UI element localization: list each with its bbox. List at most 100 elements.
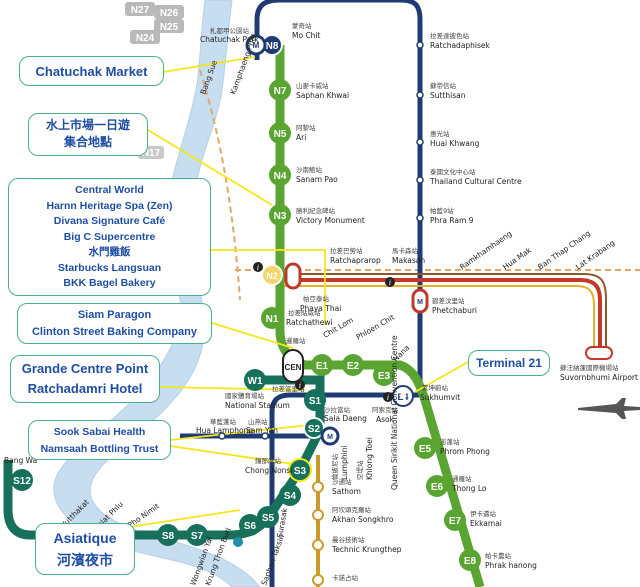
svg-text:M: M — [327, 434, 333, 441]
ekkamai-zh: 伊卡邁站 — [470, 509, 497, 518]
mrt-station-sam-yan[interactable] — [261, 432, 269, 440]
mrt-station-huai-khwang[interactable] — [416, 138, 424, 146]
callout-chatuchak-market: Chatuchak Market — [19, 56, 164, 86]
airport-rail-link — [280, 278, 602, 350]
station-w1[interactable]: W1 — [244, 369, 266, 391]
station-s3[interactable]: S3 — [288, 458, 312, 482]
station-s8[interactable]: S8 — [157, 524, 179, 546]
svg-text:E7: E7 — [449, 516, 462, 527]
station-n4[interactable]: N4 — [269, 164, 291, 186]
station-suvarnabhumi[interactable] — [585, 346, 613, 360]
station-n7[interactable]: N7 — [269, 79, 291, 101]
svg-text:N8: N8 — [266, 41, 279, 52]
sam-yan-zh: 山燕站 — [248, 417, 268, 426]
sutthisan-label: Sutthisan — [430, 91, 466, 100]
station-s4[interactable]: S4 — [279, 484, 301, 506]
mrt-station-ratchadaphisek[interactable] — [416, 41, 424, 49]
svg-text:N24: N24 — [136, 33, 155, 44]
phrom-phong-zh: 澎蓬站 — [440, 437, 460, 446]
sanam-pao-zh: 沙南鮑站 — [296, 165, 323, 174]
station-e5[interactable]: E5 — [414, 437, 436, 459]
svg-text:E6: E6 — [431, 482, 444, 493]
svg-text:N25: N25 — [160, 22, 179, 33]
ratchaprarop-zh: 拉差巴勞站 — [330, 246, 363, 255]
ratchathewi-zh: 拉差貼威站 — [288, 308, 321, 317]
station-e3[interactable]: E3 — [373, 364, 395, 386]
svg-text:S5: S5 — [262, 513, 275, 524]
sam-yan-label: Sam Yan — [246, 426, 278, 435]
technic-krungthep-zh: 曼谷技術站 — [332, 535, 365, 544]
callout-central-line-5: 水門雞飯 — [88, 246, 131, 258]
station-n2[interactable]: N2 — [261, 264, 283, 286]
qsncc-label: Queen Sirikit National Convention Centre — [390, 335, 399, 490]
svg-text:CEN: CEN — [285, 363, 302, 372]
station-chatuchak-park-marker[interactable]: M — [245, 34, 267, 56]
svg-text:i: i — [299, 382, 301, 390]
station-s1[interactable]: S1 — [304, 389, 326, 411]
mrt-station-sutthisan[interactable] — [416, 91, 424, 99]
mrt-station-thailand-cultural-centre[interactable] — [416, 176, 424, 184]
callout-asiatique: Asiatique 河濱夜市 — [35, 523, 135, 575]
road-tag-n27: N27 — [125, 2, 155, 16]
phetchaburi-label: Phetchaburi — [432, 306, 477, 315]
station-phaya-thai-arl[interactable] — [284, 262, 302, 290]
callout-floating-market: 水上市場一日遊 集合地點 — [28, 113, 148, 156]
gold-station-thanon-chan[interactable] — [312, 574, 324, 586]
station-s6[interactable]: S6 — [239, 514, 261, 536]
callout-chatuchak-text: Chatuchak Market — [35, 64, 148, 79]
station-cen[interactable]: CEN — [282, 349, 304, 383]
station-e7[interactable]: E7 — [444, 509, 466, 531]
thong-lo-zh: 通羅站 — [452, 474, 472, 483]
technic-krungthep-label: Technic Krungthep — [331, 545, 402, 554]
station-n3[interactable]: N3 — [269, 204, 291, 226]
huai-khwang-label: Huai Khwang — [430, 139, 480, 148]
phra-ram-9-label: Phra Ram 9 — [430, 216, 474, 225]
mrt-station-hua-lamphong[interactable] — [218, 432, 226, 440]
station-e1[interactable]: E1 — [311, 354, 333, 376]
gold-station-akhan-songkhro[interactable] — [312, 509, 324, 521]
svg-text:W1: W1 — [248, 376, 263, 387]
mrt-station-phra-ram-9[interactable] — [416, 214, 424, 222]
svg-text:E8: E8 — [464, 556, 477, 567]
callout-siam-paragon: Siam Paragon Clinton Street Baking Compa… — [17, 303, 212, 344]
suvarnabhumi-label: Suvornbhumi Airport — [560, 373, 638, 382]
asok-label: Asok — [376, 415, 395, 424]
station-e6[interactable]: E6 — [426, 475, 448, 497]
mrt-station-asok[interactable] — [400, 393, 406, 399]
thanon-chan-zh: 卡諾占站 — [332, 573, 359, 582]
station-s7[interactable]: S7 — [186, 524, 208, 546]
station-e2[interactable]: E2 — [342, 354, 364, 376]
sathom-label: Sathom — [332, 487, 361, 496]
station-s2[interactable]: S2 — [303, 417, 325, 439]
svg-text:N7: N7 — [274, 86, 287, 97]
callout-terminal-text: Terminal 21 — [476, 356, 542, 370]
station-n5[interactable]: N5 — [269, 122, 291, 144]
svg-text:E2: E2 — [347, 361, 360, 372]
callout-sook-line-1: Sook Sabai Health — [53, 426, 146, 438]
gold-station-sathom[interactable] — [312, 481, 324, 493]
station-s12[interactable]: S12 — [11, 469, 33, 491]
callout-sook-sabai: Sook Sabai Health Namsaah Bottling Trust — [28, 420, 171, 460]
station-silom-mrt[interactable]: M — [320, 426, 340, 446]
callout-central-line-4: Big C Supercentre — [63, 230, 156, 243]
svg-text:i: i — [387, 394, 389, 402]
svg-text:i: i — [257, 264, 259, 272]
phaya-thai-label: Phaya Thai — [300, 304, 341, 313]
saphan-khwai-label: Saphan Khwai — [296, 91, 349, 100]
svg-text:S8: S8 — [162, 531, 175, 542]
gold-station-technic-krungthep[interactable] — [312, 539, 324, 551]
callout-sook-line-2: Namsaah Bottling Trust — [40, 443, 159, 455]
callout-grande-line-1: Grande Centre Point — [21, 361, 149, 376]
info-icon: i — [253, 262, 263, 272]
svg-text:N2: N2 — [266, 271, 278, 281]
station-n1[interactable]: N1 — [261, 307, 283, 329]
khlong-toei-label: Khlong Toei — [365, 437, 374, 480]
station-e8[interactable]: E8 — [459, 549, 481, 571]
svg-text:S2: S2 — [308, 424, 321, 435]
mrt-station-phetchaburi[interactable]: M — [411, 288, 429, 314]
thong-lo-label: Thong Lo — [451, 484, 487, 493]
phra-khanong-label: Phrak hanong — [485, 561, 537, 570]
hua-mak-label: Hua Mak — [501, 245, 534, 272]
station-s5[interactable]: S5 — [257, 506, 279, 528]
saphan-taksin-pier-icon — [233, 537, 243, 547]
